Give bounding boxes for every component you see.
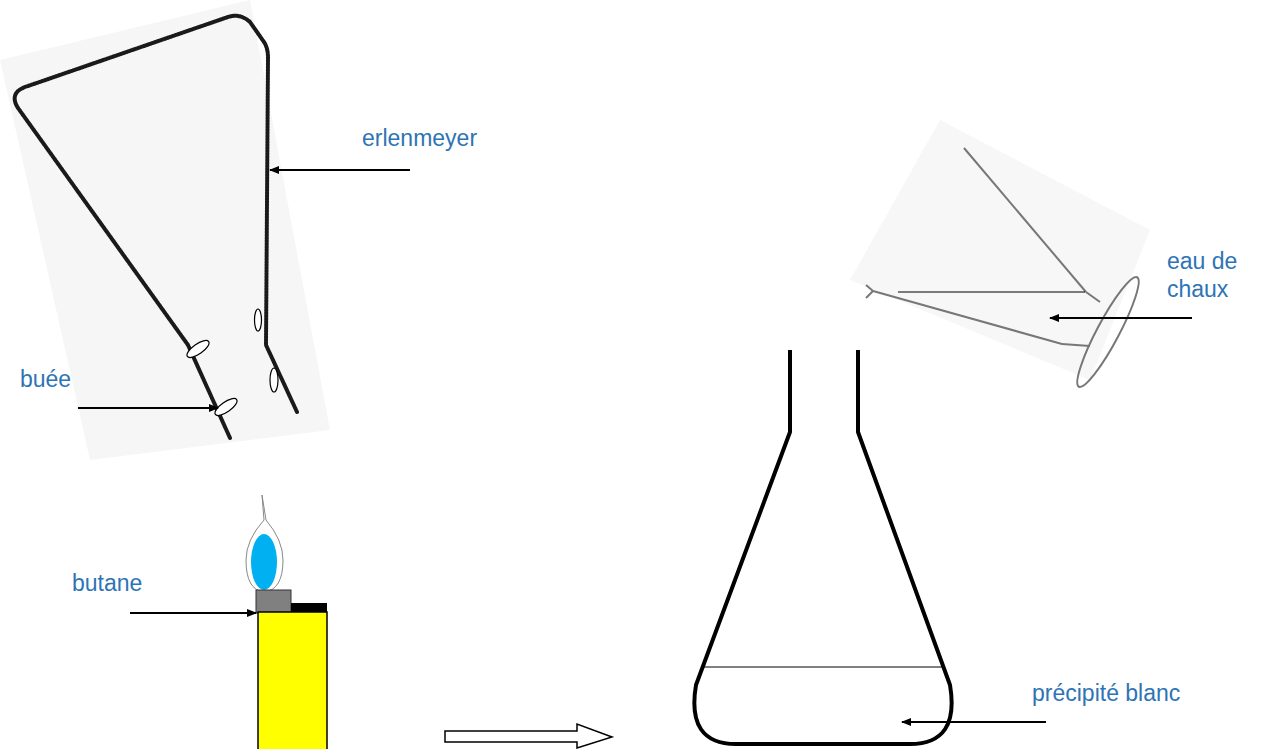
part-label: eau de chaux bbox=[1167, 248, 1262, 303]
condensation-droplets bbox=[184, 309, 278, 419]
inverted-erlenmeyer bbox=[15, 16, 297, 438]
picture-ground bbox=[850, 120, 1150, 380]
limewater-surface bbox=[898, 291, 1085, 292]
part-label: précipité blanc bbox=[1032, 680, 1180, 708]
butane-lighter bbox=[246, 495, 327, 749]
part-label: butane bbox=[72, 570, 142, 598]
sequence-arrow bbox=[445, 724, 612, 748]
limewater-glass bbox=[866, 148, 1147, 392]
picture-ground bbox=[0, 0, 330, 460]
precipitate-surface bbox=[701, 667, 945, 668]
upright-erlenmeyer bbox=[694, 350, 951, 744]
part-label: buée bbox=[20, 366, 71, 394]
leader-arrows bbox=[78, 170, 1192, 722]
part-label: erlenmeyer bbox=[362, 125, 477, 153]
